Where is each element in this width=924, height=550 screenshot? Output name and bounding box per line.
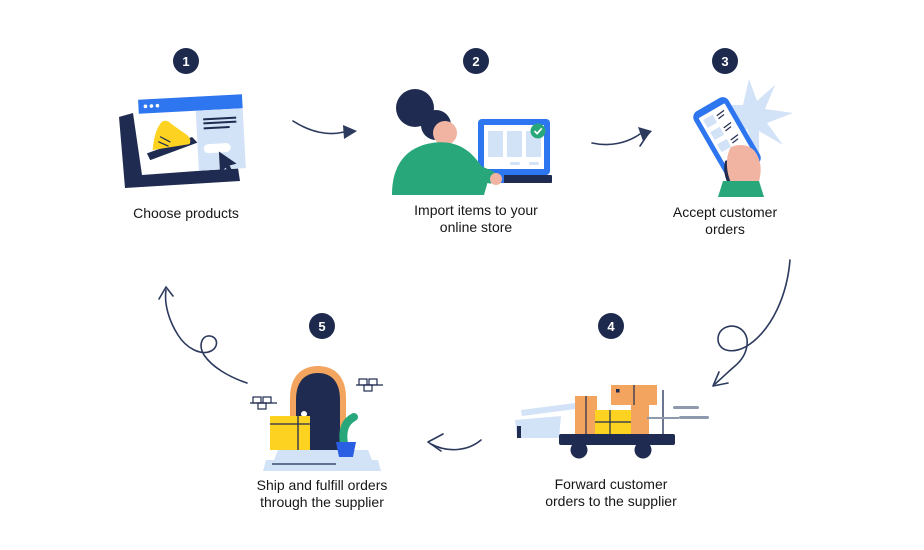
text-line: [203, 116, 237, 121]
torso: [392, 142, 488, 195]
supplier-door-illustration: [250, 366, 383, 471]
speed-swoosh: [521, 403, 576, 416]
check-icon: [533, 127, 543, 135]
product-card: [488, 131, 503, 157]
person-at-computer-illustration: [392, 89, 552, 195]
text-line: [203, 125, 230, 130]
face: [433, 121, 457, 145]
step-import-items: 2 Import items to your online store: [386, 48, 566, 236]
order-thumb: [717, 138, 732, 153]
speed-line: [673, 406, 699, 409]
cursor-icon: [218, 151, 237, 177]
browser-window: [138, 94, 246, 177]
sleeve: [718, 181, 764, 197]
order-list-rows: [703, 109, 739, 153]
order-text: [730, 134, 739, 144]
brick-icon: [356, 378, 383, 392]
step-5-badge: 5: [309, 313, 335, 339]
speed-line: [679, 416, 709, 419]
window-back-frame: [119, 113, 240, 188]
step-4-label: Forward customer orders to the supplier: [545, 476, 677, 509]
monitor: [478, 119, 550, 175]
product-card: [507, 131, 522, 157]
arrow-3-to-4-icon: [712, 259, 791, 387]
step-3-badge: 3: [712, 48, 738, 74]
step-ship-orders: 5 Ship and fulfi: [222, 313, 422, 511]
browser-dot-icon: [143, 104, 148, 109]
card-caption: [529, 162, 539, 165]
hand-holding-phone-illustration: [693, 79, 793, 197]
package-box: [270, 416, 310, 450]
step-3-label: Accept customer orders: [672, 204, 778, 237]
order-text: [716, 109, 725, 120]
buy-button-shape: [203, 143, 231, 154]
hand: [490, 173, 502, 185]
box-mark: [616, 389, 620, 393]
step-choose-products: 1 Choose produc: [96, 48, 276, 222]
text-line: [203, 120, 237, 125]
browser-dot-icon: [149, 104, 154, 108]
order-text: [723, 122, 732, 132]
browser-topbar: [138, 94, 243, 114]
box-tape-cross: [595, 410, 631, 434]
cab-accent: [517, 426, 521, 438]
card-caption: [510, 162, 520, 165]
step-platform-bottom: [263, 460, 381, 471]
sneaker-laces: [158, 136, 171, 147]
step-4-badge: 4: [598, 313, 624, 339]
sneaker-body: [152, 120, 191, 151]
arrow-4-to-5-icon: [427, 433, 482, 452]
order-thumb: [710, 126, 725, 141]
arm: [447, 154, 497, 184]
step-5-label: Ship and fulfill orders through the supp…: [256, 477, 388, 510]
sneaker-icon: [146, 120, 198, 161]
browser-dot-icon: [155, 103, 160, 108]
starburst-icon: [721, 79, 793, 159]
order-thumb: [703, 114, 718, 128]
package-tape: [270, 416, 310, 450]
doorknob: [301, 411, 307, 417]
step-1-label: Choose products: [133, 205, 239, 221]
plant-pot: [336, 442, 356, 457]
step-2-badge: 2: [463, 48, 489, 74]
wheel: [570, 441, 588, 459]
truck-cab: [515, 416, 561, 438]
step-2-label: Import items to your online store: [414, 202, 538, 235]
step-platform-top: [274, 450, 372, 460]
browser-with-product-illustration: [119, 94, 246, 188]
step-accept-orders: 3 Accept customer orders: [640, 48, 810, 238]
hand: [726, 145, 761, 183]
check-badge: [530, 123, 546, 139]
step-forward-orders: 4 Forward customer orders to the supplie…: [511, 313, 711, 510]
delivery-cart-illustration: [515, 385, 709, 459]
arrow-1-to-2-icon: [292, 120, 357, 139]
step-1-badge: 1: [173, 48, 199, 74]
box-side: [631, 405, 649, 434]
brick-icon: [250, 396, 277, 410]
wheel: [634, 441, 652, 459]
plant-leaf: [339, 413, 358, 448]
